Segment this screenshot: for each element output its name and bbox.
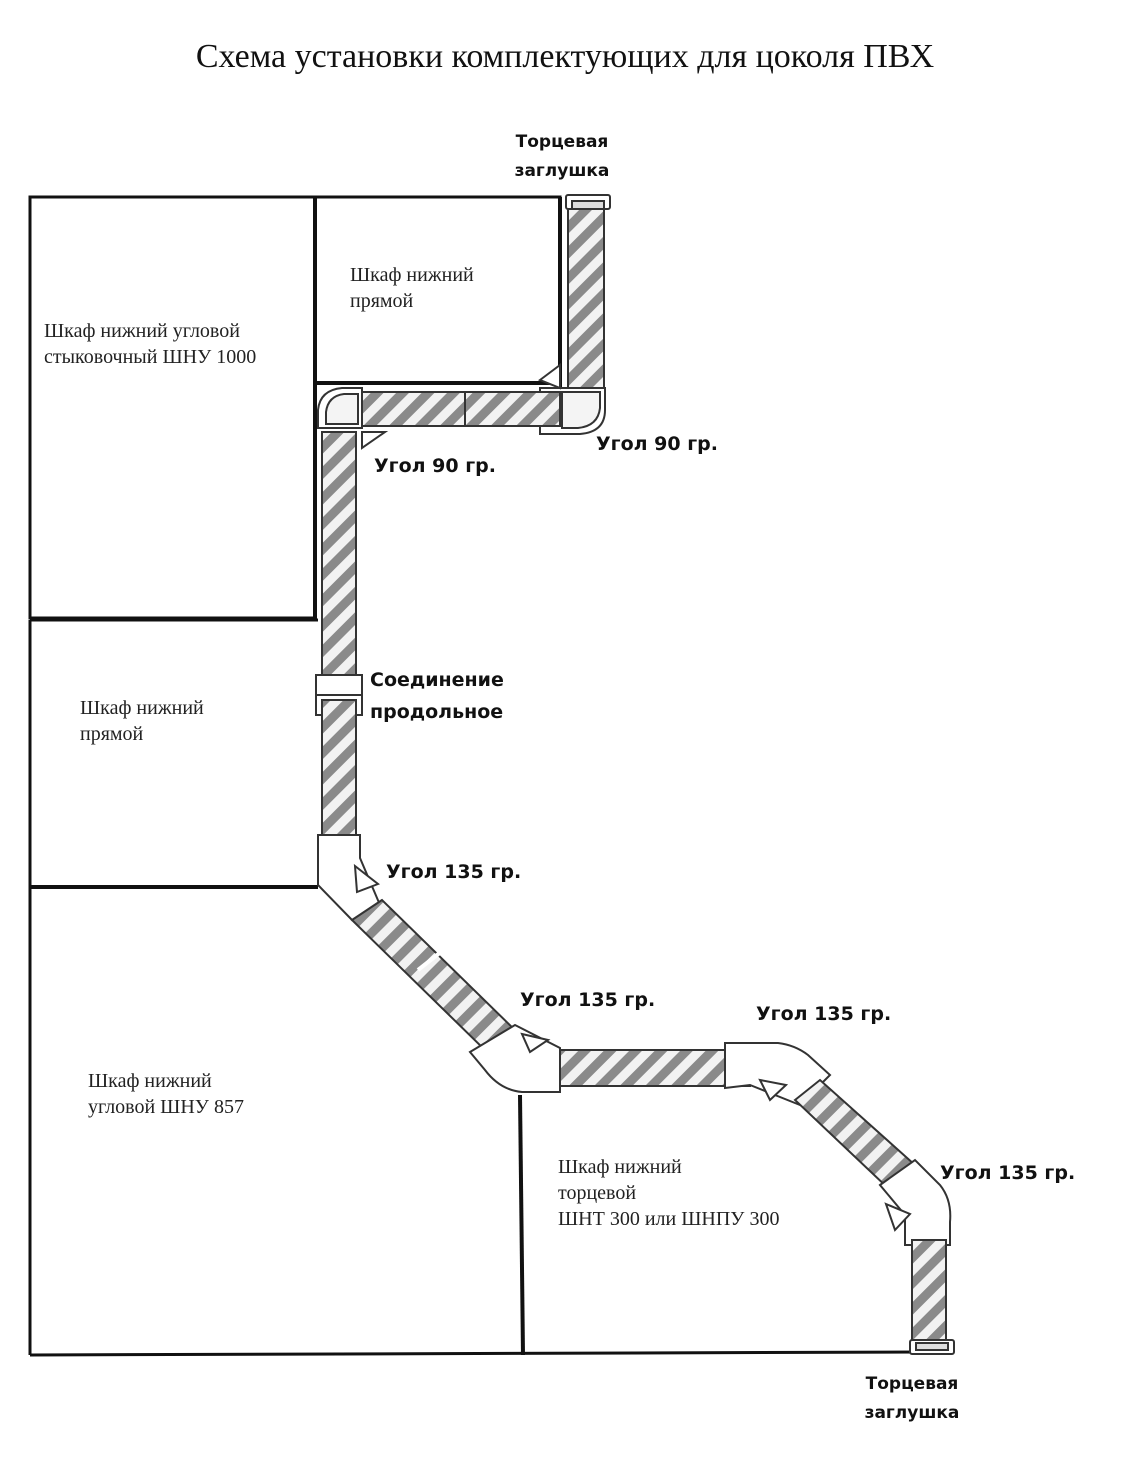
- label-angle-135-second: Угол 135 гр.: [520, 989, 656, 1011]
- cabinet-857-divider: [518, 1094, 525, 1356]
- plinth-scheme-drawing: [28, 194, 955, 1357]
- label-angle-135-fourth: Угол 135 гр.: [940, 1162, 1076, 1184]
- plinth-diagonal-first: [350, 898, 522, 1057]
- label-longitudinal-joint: Соединение продольное: [370, 669, 504, 723]
- cabinet-end-300-label: Шкаф нижний торцевой ШНТ 300 или ШНПУ 30…: [558, 1156, 780, 1230]
- label-angle-135-first: Угол 135 гр.: [386, 861, 522, 883]
- diagram-title: Схема установки комплектующих для цоколя…: [195, 38, 935, 75]
- cabinet-outlines: [28, 195, 921, 1357]
- label-angle-90-right: Угол 90 гр.: [596, 433, 718, 455]
- plinth-middle-horizontal: [559, 1049, 751, 1087]
- plinth-bottom-vertical: [911, 1239, 947, 1346]
- label-angle-135-third: Угол 135 гр.: [756, 1003, 892, 1025]
- plinth-left-vertical-lower: [321, 699, 357, 851]
- cabinet-corner-1000-label: Шкаф нижний угловой стыковочный ШНУ 1000: [44, 320, 257, 368]
- label-end-cap-bottom: Торцевая заглушка: [864, 1374, 960, 1423]
- end-cap-bottom: [909, 1339, 955, 1355]
- corner-135-second: [468, 1023, 561, 1093]
- floor-line: [29, 1350, 921, 1357]
- label-angle-90-left: Угол 90 гр.: [374, 455, 496, 477]
- plinth-right-vertical: [567, 208, 605, 390]
- plinth-left-vertical-upper: [321, 431, 357, 693]
- cabinet-corner-857-label: Шкаф нижний угловой ШНУ 857: [88, 1070, 244, 1118]
- end-cap-top: [565, 194, 611, 210]
- label-end-cap-top: Торцевая заглушка: [514, 132, 610, 181]
- cabinet-straight-top-label: Шкаф нижний прямой: [350, 264, 474, 312]
- corner-90-left: [317, 387, 389, 450]
- plinth-top-horizontal: [361, 391, 561, 427]
- cabinet-corner-1000-outline: [28, 195, 317, 620]
- corner-135-third: [724, 1042, 832, 1107]
- cabinet-straight-left-label: Шкаф нижний прямой: [80, 697, 204, 745]
- installation-diagram: Схема установки комплектующих для цоколя…: [28, 38, 1076, 1423]
